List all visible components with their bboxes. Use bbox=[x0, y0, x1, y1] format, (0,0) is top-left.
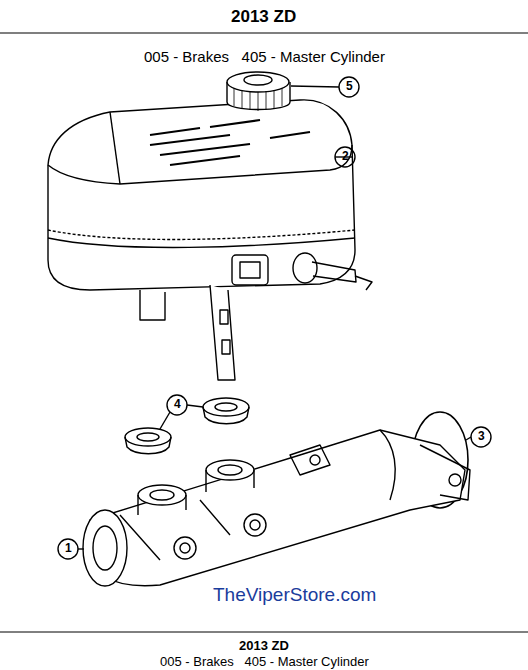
page-title: 2013 ZD bbox=[231, 8, 296, 27]
footer-title: 2013 ZD bbox=[239, 639, 289, 653]
subtitle: 005 - Brakes 405 - Master Cylinder bbox=[144, 49, 385, 66]
footer-subtitle: 005 - Brakes 405 - Master Cylinder bbox=[160, 655, 369, 669]
watermark: TheViperStore.com bbox=[213, 585, 376, 606]
callout-number: 5 bbox=[346, 80, 353, 93]
callout-number: 4 bbox=[174, 398, 181, 411]
callout-number: 1 bbox=[65, 542, 72, 555]
callout-number: 2 bbox=[342, 150, 349, 163]
callout-number: 3 bbox=[478, 430, 485, 443]
